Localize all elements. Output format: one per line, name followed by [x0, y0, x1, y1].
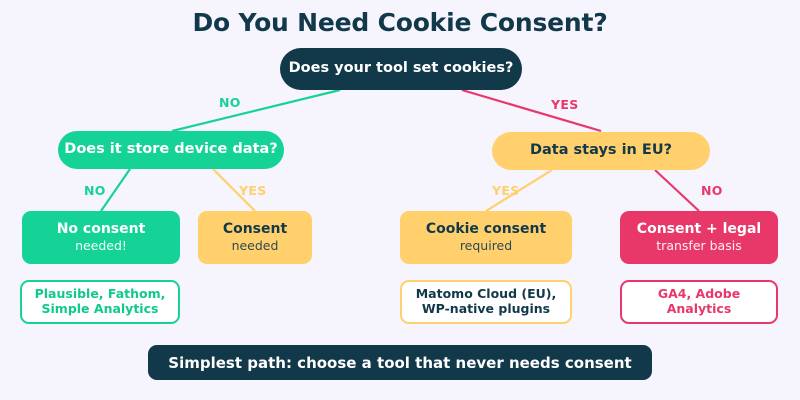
- outcome-title: Consent + legal: [636, 220, 762, 237]
- tools-chip-consent-legal[interactable]: GA4, Adobe Analytics: [620, 280, 778, 324]
- edge-label-root-no: NO: [219, 95, 241, 110]
- outcome-subtitle: required: [459, 238, 513, 254]
- decision-node-data-eu[interactable]: Data stays in EU?: [492, 132, 710, 170]
- edge-label-left-yes: YES: [239, 183, 267, 198]
- footer-banner[interactable]: Simplest path: choose a tool that never …: [148, 345, 652, 380]
- outcome-title: No consent: [56, 220, 146, 237]
- edge-right-no: [654, 169, 700, 212]
- edge-label-right-yes: YES: [492, 183, 520, 198]
- edge-root-yes: [461, 88, 602, 133]
- outcome-title: Consent: [222, 220, 288, 237]
- edge-left-no: [100, 168, 131, 212]
- tools-chip-no-consent[interactable]: Plausible, Fathom, Simple Analytics: [20, 280, 180, 324]
- edge-right-yes: [485, 169, 553, 212]
- page-title: Do You Need Cookie Consent?: [192, 8, 608, 37]
- outcome-subtitle: needed: [231, 238, 279, 254]
- edge-label-root-yes: YES: [551, 97, 579, 112]
- edge-root-no: [171, 88, 341, 133]
- edge-left-yes: [212, 168, 256, 212]
- outcome-title: Cookie consent: [425, 220, 547, 237]
- edge-label-left-no: NO: [84, 183, 106, 198]
- outcome-subtitle: needed!: [75, 238, 127, 254]
- decision-node-root[interactable]: Does your tool set cookies?: [280, 48, 522, 90]
- decision-node-device-data[interactable]: Does it store device data?: [58, 131, 284, 169]
- edge-label-right-no: NO: [701, 183, 723, 198]
- outcome-cookie-consent[interactable]: Cookie consent required: [400, 211, 572, 264]
- outcome-no-consent[interactable]: No consent needed!: [22, 211, 180, 264]
- tools-chip-cookie-consent[interactable]: Matomo Cloud (EU), WP-native plugins: [400, 280, 572, 324]
- outcome-subtitle: transfer basis: [656, 238, 742, 254]
- outcome-consent-legal[interactable]: Consent + legal transfer basis: [620, 211, 778, 264]
- outcome-consent-needed[interactable]: Consent needed: [198, 211, 312, 264]
